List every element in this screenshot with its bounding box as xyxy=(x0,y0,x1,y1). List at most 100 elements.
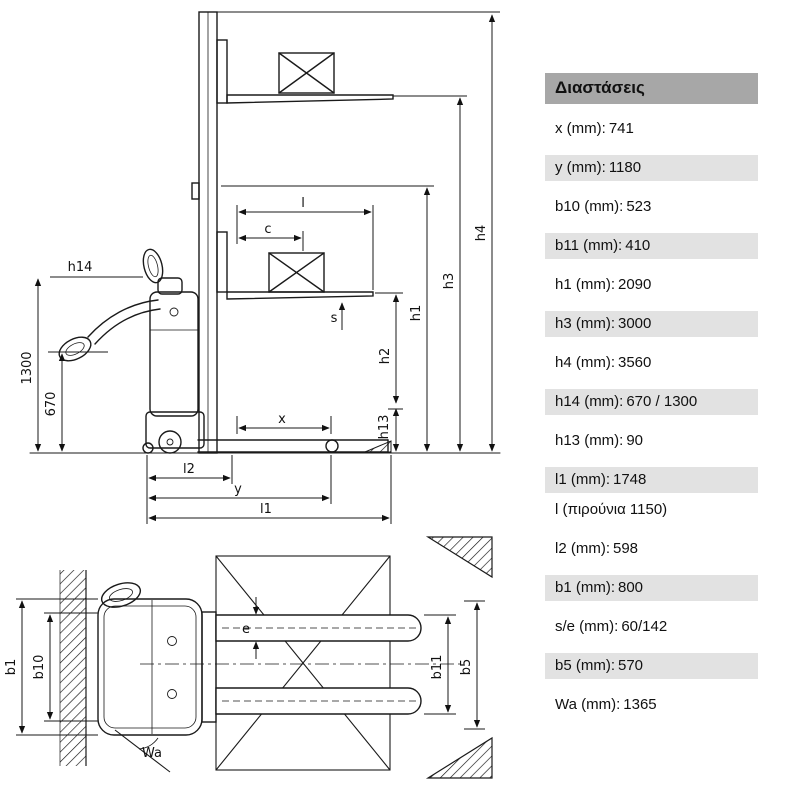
table-row: s/e (mm):60/142 xyxy=(545,614,758,640)
dimension-label: l2 (mm): xyxy=(555,540,610,557)
dimension-value: 3000 xyxy=(618,315,652,332)
lowered-fork xyxy=(197,439,389,453)
fork-carriage xyxy=(201,611,217,723)
dimension-label: b11 (mm): xyxy=(555,237,623,254)
table-row: h3 (mm):3000 xyxy=(545,311,758,337)
mast-bracket xyxy=(191,182,200,200)
dimension-label: s/e (mm): xyxy=(555,618,619,635)
dim-label-h14: h14 xyxy=(68,260,93,275)
dim-label-1300: 1300 xyxy=(20,351,35,384)
dimension-value: 598 xyxy=(613,540,639,557)
load-wheel xyxy=(325,439,339,453)
table-row: h14 (mm):670 / 1300 xyxy=(545,389,758,415)
tiller-top-view xyxy=(100,582,142,608)
dimension-value: 410 xyxy=(625,237,651,254)
table-header: Διαστάσεις xyxy=(545,73,758,104)
table-row: b11 (mm):410 xyxy=(545,233,758,259)
dimension-label: b10 (mm): xyxy=(555,198,624,215)
table-row: l2 (mm):598 xyxy=(545,536,758,562)
stacker-technical-drawing: h14 1300 670 l c s x h4 h3 h1 h2 h13 l2 … xyxy=(4,11,501,779)
dimension-label: l1 (mm): xyxy=(555,471,610,488)
side-view xyxy=(29,11,501,454)
dimension-value: 741 xyxy=(608,120,634,137)
side-dimension-lines xyxy=(34,11,500,524)
table-row: l1 (mm):1748 xyxy=(545,467,758,493)
side-view-labels: h14 1300 670 l c s x h4 h3 h1 h2 h13 l2 … xyxy=(20,196,489,517)
dim-label-670: 670 xyxy=(44,392,59,417)
dimension-label: b5 (mm): xyxy=(555,657,615,674)
raised-load-box xyxy=(278,52,335,94)
dim-label-e: e xyxy=(242,622,250,637)
dim-label-h13: h13 xyxy=(377,415,392,440)
top-view xyxy=(59,536,493,779)
dimension-value: 1365 xyxy=(623,696,657,713)
pallet xyxy=(215,555,391,771)
table-row: l (πιρούνια 1150) xyxy=(545,497,758,523)
dim-label-b10: b10 xyxy=(32,655,47,680)
tiller-lowered xyxy=(58,299,161,362)
dim-label-h1: h1 xyxy=(409,305,424,322)
mid-fork xyxy=(216,231,374,300)
dimension-label: h4 (mm): xyxy=(555,354,615,371)
dimension-value: 800 xyxy=(618,579,644,596)
dim-label-l: l xyxy=(301,196,305,211)
dimension-label: b1 (mm): xyxy=(555,579,615,596)
fork-top-1 xyxy=(215,614,422,642)
dim-label-l1: l1 xyxy=(260,502,272,517)
dimension-label: l (πιρούνια 1150) xyxy=(555,501,668,518)
dim-label-c: c xyxy=(264,222,271,237)
dim-label-l2: l2 xyxy=(183,462,195,477)
dim-label-y: y xyxy=(234,482,242,497)
dimension-value: 523 xyxy=(626,198,652,215)
table-row: b5 (mm):570 xyxy=(545,653,758,679)
dimension-label: h13 (mm): xyxy=(555,432,624,449)
aisle-triangle-bottom xyxy=(425,736,493,779)
table-row: x (mm):741 xyxy=(545,116,758,142)
dimension-value: 3560 xyxy=(618,354,652,371)
top-view-labels: b1 b10 e b11 b5 Wa xyxy=(4,622,474,761)
truck-body-top xyxy=(97,582,217,736)
dimension-label: Wa (mm): xyxy=(555,696,621,713)
table-row: Wa (mm):1365 xyxy=(545,692,758,718)
wall-hatch xyxy=(60,570,86,766)
wa-arc xyxy=(138,737,159,750)
drive-wheel xyxy=(158,430,182,454)
dim-label-h4: h4 xyxy=(474,225,489,242)
table-row: h1 (mm):2090 xyxy=(545,272,758,298)
table-row: h4 (mm):3560 xyxy=(545,350,758,376)
table-row: b10 (mm):523 xyxy=(545,194,758,220)
dim-label-wa: Wa xyxy=(142,746,162,761)
dim-label-b1: b1 xyxy=(4,659,19,676)
table-row: b1 (mm):800 xyxy=(545,575,758,601)
aisle-triangle-top xyxy=(425,536,493,579)
dim-label-h3: h3 xyxy=(442,273,457,290)
dimension-value: 570 xyxy=(618,657,644,674)
dimension-label: x (mm): xyxy=(555,120,606,137)
raised-fork xyxy=(216,39,394,104)
table-row: h13 (mm):90 xyxy=(545,428,758,454)
dim-label-h2: h2 xyxy=(378,348,393,365)
dimension-value: 2090 xyxy=(618,276,652,293)
wheel-chock xyxy=(364,440,392,453)
dimension-label: y (mm): xyxy=(555,159,606,176)
dim-label-x: x xyxy=(278,412,286,427)
dimension-value: 1748 xyxy=(613,471,647,488)
fork-top-2 xyxy=(215,687,422,715)
dimension-label: h14 (mm): xyxy=(555,393,624,410)
dimensions-table: Διαστάσεις x (mm):741 y (mm):1180 b10 (m… xyxy=(545,73,758,731)
dimension-value: 670 / 1300 xyxy=(626,393,698,410)
tiller-raised xyxy=(142,248,164,284)
wa-steer-line xyxy=(114,729,171,773)
mid-load-box xyxy=(268,252,325,293)
dim-label-b5: b5 xyxy=(459,659,474,676)
table-row: y (mm):1180 xyxy=(545,155,758,181)
truck-body-side xyxy=(145,277,205,449)
dimension-value: 1180 xyxy=(608,159,642,176)
dimension-label: h1 (mm): xyxy=(555,276,615,293)
dimension-label: h3 (mm): xyxy=(555,315,615,332)
dimension-value: 90 xyxy=(626,432,644,449)
dimension-value: 60/142 xyxy=(621,618,668,635)
top-dimension-lines xyxy=(16,597,485,736)
dim-label-s: s xyxy=(331,311,338,326)
